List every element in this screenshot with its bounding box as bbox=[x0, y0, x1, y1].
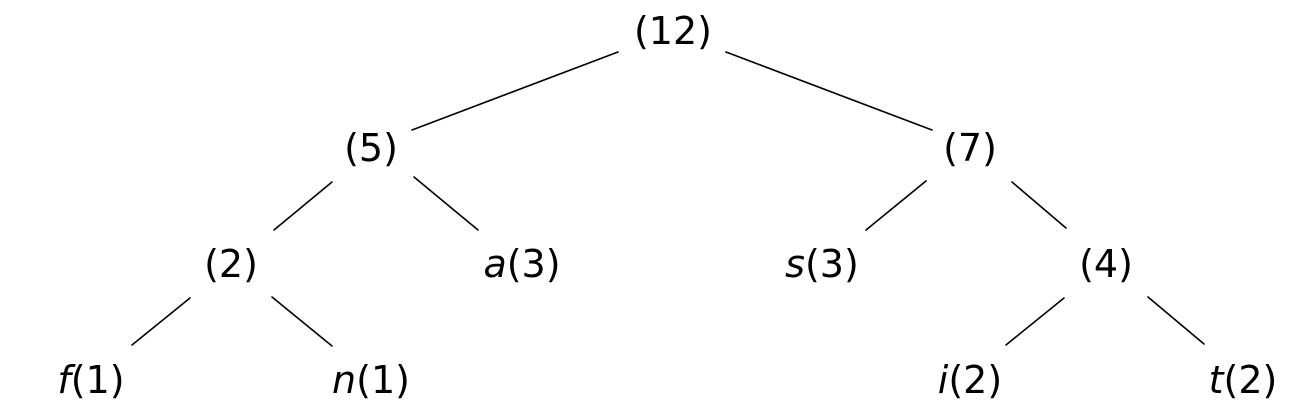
leaf-n: n(1) bbox=[332, 358, 410, 402]
leaf-i-weight: (2) bbox=[948, 358, 1002, 402]
edge-7-to-4 bbox=[1011, 181, 1067, 229]
edge-2-to-f bbox=[131, 297, 191, 346]
leaf-f-weight: (1) bbox=[71, 358, 125, 402]
edge-4-to-i bbox=[1005, 297, 1065, 346]
node-5-weight: (5) bbox=[344, 126, 398, 170]
node-7: (7) bbox=[943, 126, 997, 170]
node-2-weight: (2) bbox=[204, 242, 258, 286]
leaf-t-weight: (2) bbox=[1224, 358, 1278, 402]
edge-2-to-n bbox=[271, 296, 333, 347]
leaf-i: i(2) bbox=[938, 358, 1002, 402]
edge-4-to-t bbox=[1147, 296, 1205, 345]
leaf-a-weight: (3) bbox=[507, 242, 561, 286]
leaf-n-weight: (1) bbox=[356, 358, 410, 402]
leaf-t: t(2) bbox=[1209, 358, 1278, 402]
node-5: (5) bbox=[344, 126, 398, 170]
leaf-i-symbol: i bbox=[938, 358, 949, 402]
node-2: (2) bbox=[204, 242, 258, 286]
edge-root-to-left bbox=[411, 51, 619, 131]
edge-root-to-right bbox=[725, 51, 933, 131]
edge-7-to-s bbox=[865, 180, 927, 231]
edge-5-to-2 bbox=[273, 181, 333, 231]
node-4-weight: (4) bbox=[1079, 242, 1133, 286]
leaf-s-symbol: s bbox=[785, 242, 805, 286]
node-root-weight: (12) bbox=[634, 9, 712, 53]
leaf-a: a(3) bbox=[483, 242, 560, 286]
leaf-s: s(3) bbox=[785, 242, 859, 286]
node-root: (12) bbox=[634, 9, 712, 53]
leaf-s-weight: (3) bbox=[805, 242, 859, 286]
node-4: (4) bbox=[1079, 242, 1133, 286]
leaf-f: f(1) bbox=[57, 358, 124, 402]
leaf-t-symbol: t bbox=[1209, 358, 1226, 402]
node-7-weight: (7) bbox=[943, 126, 997, 170]
leaf-n-symbol: n bbox=[332, 358, 356, 402]
leaf-a-symbol: a bbox=[483, 242, 506, 286]
edge-5-to-a bbox=[413, 176, 479, 231]
